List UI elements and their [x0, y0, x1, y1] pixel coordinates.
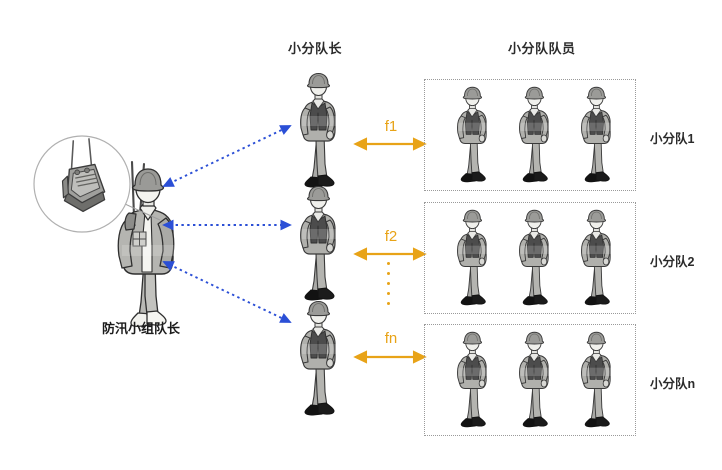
frequency-arrow-n[interactable] — [352, 349, 428, 365]
squad-leader-icon-2 — [300, 185, 337, 301]
squad-leader-figure-2[interactable] — [288, 185, 348, 305]
frequency-label-1: f1 — [384, 118, 398, 135]
squad-member-figure[interactable] — [571, 209, 621, 309]
squad-group-label-n: 小分队n — [650, 377, 696, 391]
frequency-arrow-2[interactable] — [352, 246, 428, 262]
uplink-arrow-3[interactable] — [162, 261, 292, 323]
uplink-arrow-1[interactable] — [162, 125, 292, 187]
squad-box-1[interactable] — [424, 79, 636, 191]
squad-member-icon — [457, 331, 488, 428]
radio-magnifier-icon — [33, 135, 161, 233]
frequency-ellipsis — [385, 262, 391, 312]
squad-member-figure[interactable] — [509, 209, 559, 309]
squad-member-figure[interactable] — [447, 209, 497, 309]
squad-member-figure[interactable] — [509, 86, 559, 186]
uplink-arrow-group — [150, 110, 310, 340]
frequency-label-2: f2 — [384, 228, 398, 245]
squad-member-icon — [519, 331, 550, 428]
squad-group-label-1: 小分队1 — [650, 132, 695, 146]
frequency-label-n: fn — [384, 330, 398, 347]
squad-member-icon — [519, 209, 550, 306]
squad-leader-figure-1[interactable] — [288, 72, 348, 192]
squad-member-figure[interactable] — [447, 331, 497, 431]
squad-leader-icon-1 — [300, 72, 337, 188]
squad-member-icon — [581, 86, 612, 183]
flood-chief-label: 防汛小组队长 — [102, 321, 181, 336]
squad-leader-icon-n — [300, 300, 337, 416]
column-header-squad-leaders: 小分队长 — [288, 41, 343, 56]
squad-leader-figure-n[interactable] — [288, 300, 348, 420]
squad-member-icon — [581, 331, 612, 428]
radio-magnifier-callout[interactable] — [26, 128, 176, 236]
squad-member-icon — [519, 86, 550, 183]
squad-box-n[interactable] — [424, 324, 636, 436]
squad-member-icon — [457, 209, 488, 306]
squad-member-figure[interactable] — [571, 331, 621, 431]
squad-member-icon — [457, 86, 488, 183]
frequency-arrow-1[interactable] — [352, 136, 428, 152]
squad-member-figure[interactable] — [571, 86, 621, 186]
squad-member-icon — [581, 209, 612, 306]
column-header-squad-members: 小分队队员 — [508, 41, 576, 56]
squad-group-label-2: 小分队2 — [650, 255, 695, 269]
squad-member-figure[interactable] — [447, 86, 497, 186]
squad-box-2[interactable] — [424, 202, 636, 314]
squad-member-figure[interactable] — [509, 331, 559, 431]
